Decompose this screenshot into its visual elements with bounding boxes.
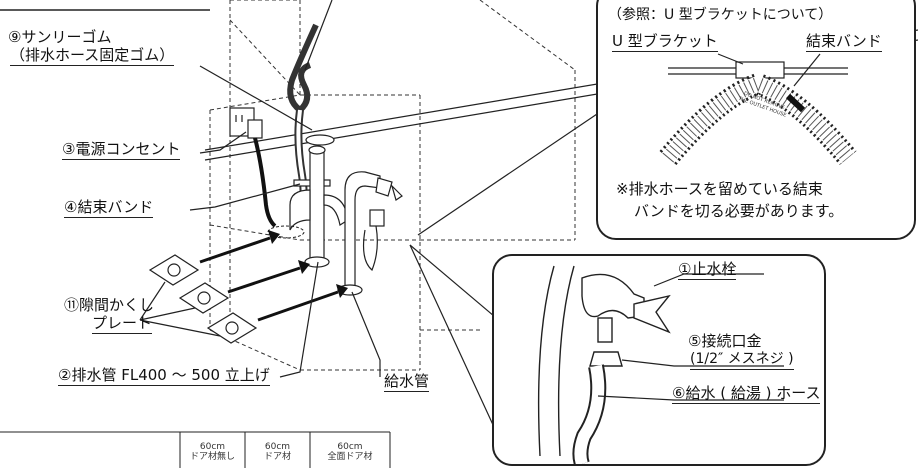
power-cord xyxy=(253,137,277,228)
power-outlet-icon xyxy=(229,107,263,139)
u-bracket-ref: （参照：U 型ブラケットについて） xyxy=(608,7,833,23)
label-outlet: ③電源コンセント xyxy=(62,140,181,160)
label-gap-plate-sub: プレート xyxy=(92,314,153,334)
u-bracket-callout: （参照：U 型ブラケットについて） U 型ブラケット 結束バンド DO NOT … xyxy=(596,0,916,240)
table-col-3-size: 60cm xyxy=(337,442,363,452)
stopcock-detail-callout: ①止水栓 ⑤接続口金 (1/2″ メスネジ ) ⑥給水 ( 給湯 ) ホース xyxy=(492,254,826,466)
bottom-table-lines xyxy=(0,431,391,468)
table-col-3: 60cm 全面ドア材 xyxy=(310,442,390,462)
plate-arrows xyxy=(199,236,339,322)
u-bracket-illustration: DO NOT REMOVE THE OUTLET HOUSE xyxy=(659,53,857,166)
gap-cover-plates xyxy=(148,254,258,344)
table-col-2: 60cm ドア材 xyxy=(245,442,310,462)
label-gap-plate: ⑪隙間かくし xyxy=(64,296,155,314)
label-drain-pipe: ②排水管 FL400 ～ 500 立上げ xyxy=(58,366,270,386)
u-bracket-label: U 型ブラケット xyxy=(612,32,718,52)
table-col-1-type: ドア材無し xyxy=(189,452,235,462)
label-sunrise-gum-sub: （排水ホース固定ゴム） xyxy=(10,46,175,66)
label-band: ④結束バンド xyxy=(64,198,154,218)
label-water-pipe: 給水管 xyxy=(384,372,430,392)
label-fitting-spec: (1/2″ メスネジ ) xyxy=(690,350,794,370)
table-col-1: 60cm ドア材無し xyxy=(180,442,245,462)
u-bracket-note-1: ※排水ホースを留めている結束 xyxy=(616,180,823,198)
label-stopcock: ①止水栓 xyxy=(678,260,737,280)
drain-hose-loop xyxy=(287,23,319,114)
table-col-1-size: 60cm xyxy=(199,442,226,452)
leader-top xyxy=(304,0,333,71)
arrow-heads xyxy=(268,230,348,298)
u-bracket-note-2: バンドを切る必要があります。 xyxy=(634,202,844,220)
table-col-2-size: 60cm xyxy=(264,442,291,452)
u-bracket-band-label: 結束バンド xyxy=(806,32,882,52)
table-col-3-type: 全面ドア材 xyxy=(327,452,373,462)
label-hose: ⑥給水 ( 給湯 ) ホース xyxy=(672,384,821,404)
label-sunrise-gum: ⑨サンリーゴム xyxy=(8,28,112,46)
table-col-2-type: ドア材 xyxy=(263,452,291,462)
label-fitting: ⑤接続口金 xyxy=(688,332,762,350)
stopcock-illustration xyxy=(537,265,784,464)
water-supply-pipe xyxy=(337,171,403,296)
